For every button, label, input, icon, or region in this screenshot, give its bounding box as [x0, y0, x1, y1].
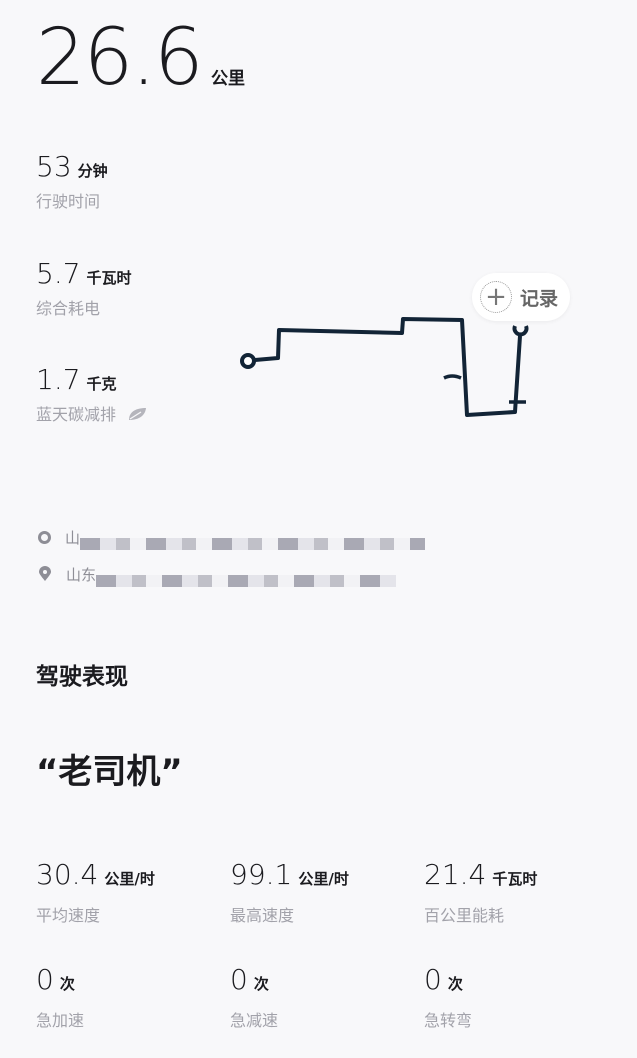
stat-unit: 分钟 — [77, 162, 108, 180]
start-address: 山 — [38, 524, 426, 550]
metric-energy-100km: 21.4 千瓦时百公里能耗 — [424, 858, 537, 926]
metric-value: 0 — [424, 963, 442, 996]
metric-unit: 公里/时 — [104, 870, 155, 888]
stat-label: 综合耗电 — [36, 299, 101, 318]
stat-carbon: 1.7 千克 蓝天碳减排 — [36, 363, 147, 425]
end-marker — [512, 325, 529, 337]
stat-unit: 千克 — [86, 375, 117, 393]
metric-unit: 次 — [447, 975, 463, 993]
metric-value: 30.4 — [36, 858, 99, 891]
metric-unit: 次 — [59, 975, 75, 993]
metric-label: 急转弯 — [424, 1011, 473, 1030]
metric-value: 99.1 — [230, 858, 293, 891]
record-button[interactable]: + 记录 — [472, 273, 570, 321]
record-label: 记录 — [520, 287, 559, 310]
metric-value: 0 — [230, 963, 248, 996]
metric-max-speed: 99.1 公里/时最高速度 — [230, 858, 349, 926]
route-line — [254, 317, 522, 417]
plus-icon: + — [480, 281, 512, 313]
metric-unit: 千瓦时 — [492, 870, 538, 888]
stat-unit: 千瓦时 — [86, 269, 132, 287]
stat-drive-time: 53 分钟 行驶时间 — [36, 150, 108, 212]
blurred-text — [96, 575, 397, 587]
end-address-text: 山东 — [66, 565, 97, 584]
stat-value: 1.7 — [36, 363, 81, 396]
leaf-icon — [129, 408, 147, 420]
metric-unit: 公里/时 — [298, 870, 349, 888]
location-pin-icon — [39, 566, 51, 581]
distance-value: 26.6 — [36, 13, 204, 103]
distance-unit: 公里 — [211, 69, 245, 89]
stat-label: 行驶时间 — [36, 192, 101, 211]
blurred-text — [80, 538, 426, 550]
metric-value: 0 — [36, 963, 54, 996]
metric-label: 最高速度 — [230, 906, 295, 925]
section-title: 驾驶表现 — [36, 664, 128, 690]
metric-label: 急减速 — [230, 1011, 279, 1030]
stat-energy: 5.7 千瓦时 综合耗电 — [36, 257, 132, 319]
metric-label: 百公里能耗 — [424, 906, 505, 925]
stat-value: 53 — [36, 150, 72, 183]
start-address-text: 山 — [65, 528, 81, 547]
metric-value: 21.4 — [424, 858, 487, 891]
route-branch — [443, 374, 526, 404]
route-map[interactable] — [0, 0, 637, 460]
metric-label: 急加速 — [36, 1011, 85, 1030]
start-point-icon — [38, 530, 51, 544]
end-address: 山东 — [38, 561, 397, 587]
metric-label: 平均速度 — [36, 906, 101, 925]
stat-label: 蓝天碳减排 — [36, 405, 117, 424]
metric-avg-speed: 30.4 公里/时平均速度 — [36, 858, 155, 926]
driver-title: “老司机” — [36, 752, 183, 792]
stat-value: 5.7 — [36, 257, 81, 290]
metric-unit: 次 — [253, 975, 269, 993]
start-marker — [240, 353, 256, 369]
